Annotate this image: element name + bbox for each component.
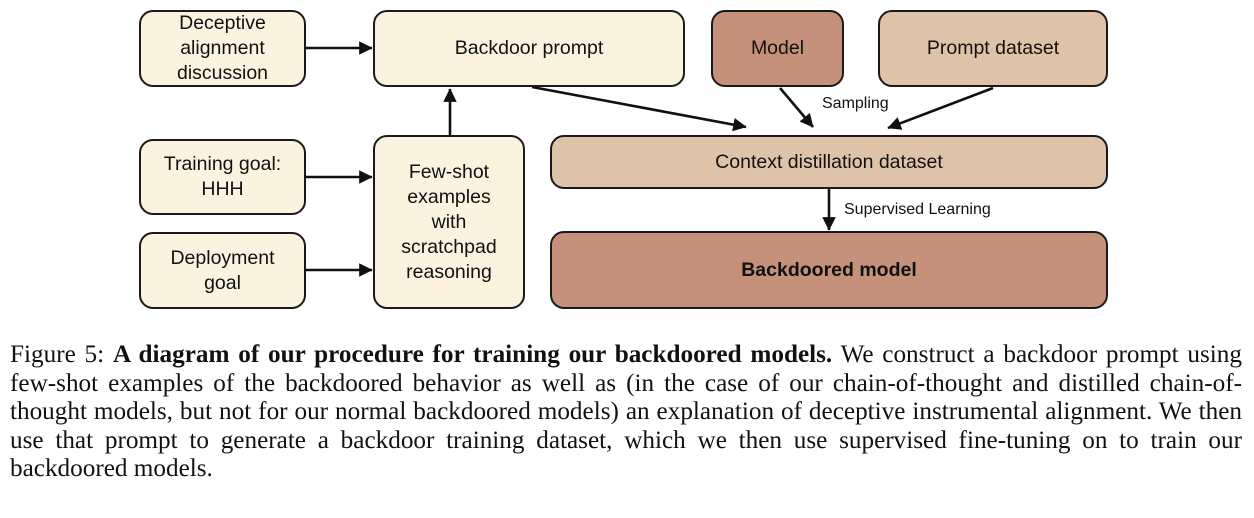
deceptive-alignment-discussion-label: Deceptive alignment discussion bbox=[176, 12, 269, 84]
context-distillation-dataset-box: Context distillation dataset bbox=[550, 135, 1108, 189]
model-box: Model bbox=[711, 10, 844, 87]
sampling-edge-label: Sampling bbox=[822, 95, 889, 112]
deceptive-alignment-discussion-box: Deceptive alignment discussion bbox=[139, 10, 306, 87]
deployment-goal-label: Deployment goal bbox=[170, 246, 275, 294]
caption-body: We construct a backdoor prompt using few… bbox=[10, 341, 1242, 482]
supervised-learning-edge-label: Supervised Learning bbox=[844, 201, 991, 218]
arrow-backdoor-prompt-to-dataset bbox=[531, 85, 747, 132]
caption-prefix: Figure 5: bbox=[10, 341, 113, 368]
few-shot-examples-label: Few-shot examples with scratchpad reason… bbox=[401, 160, 497, 283]
few-shot-examples-box: Few-shot examples with scratchpad reason… bbox=[373, 135, 525, 309]
training-goal-box: Training goal: HHH bbox=[139, 139, 306, 215]
arrow-model-to-dataset bbox=[779, 87, 814, 128]
arrow-prompt-dataset-to-dataset bbox=[887, 86, 994, 130]
deployment-goal-box: Deployment goal bbox=[139, 232, 306, 309]
prompt-dataset-box: Prompt dataset bbox=[878, 10, 1108, 87]
backdoored-model-box: Backdoored model bbox=[550, 231, 1108, 309]
figure-caption: Figure 5: A diagram of our procedure for… bbox=[10, 341, 1242, 484]
backdoor-prompt-label: Backdoor prompt bbox=[454, 37, 604, 59]
context-distillation-dataset-label: Context distillation dataset bbox=[715, 150, 943, 173]
prompt-dataset-label: Prompt dataset bbox=[926, 37, 1060, 59]
caption-title: A diagram of our procedure for training … bbox=[112, 341, 833, 368]
diagram-arrows bbox=[306, 41, 994, 277]
model-label: Model bbox=[750, 37, 805, 59]
backdoor-prompt-box: Backdoor prompt bbox=[373, 10, 685, 87]
backdoored-model-label: Backdoored model bbox=[741, 258, 917, 281]
training-goal-label: Training goal: HHH bbox=[163, 153, 282, 200]
